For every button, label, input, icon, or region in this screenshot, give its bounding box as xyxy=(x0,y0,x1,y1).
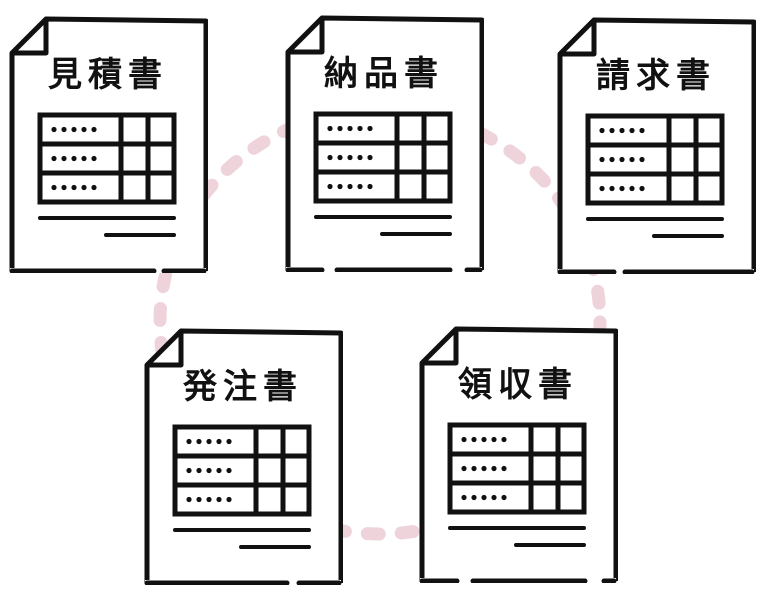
document-title: 納品書 xyxy=(324,54,444,94)
document-invoice: 請求書 xyxy=(556,16,756,274)
document-purchase-order: 発注書 xyxy=(143,327,343,585)
document-estimate: 見積書 xyxy=(8,15,208,273)
document-delivery-note: 納品書 xyxy=(284,14,484,272)
document-title: 領収書 xyxy=(458,365,578,405)
document-icon xyxy=(9,16,208,273)
document-receipt: 領収書 xyxy=(418,325,618,583)
document-icon xyxy=(285,15,484,272)
document-title: 発注書 xyxy=(183,367,303,407)
document-icon xyxy=(144,328,343,585)
document-title: 見積書 xyxy=(48,55,168,95)
document-icon xyxy=(557,17,756,274)
document-icon xyxy=(419,326,618,583)
document-title: 請求書 xyxy=(596,56,716,96)
